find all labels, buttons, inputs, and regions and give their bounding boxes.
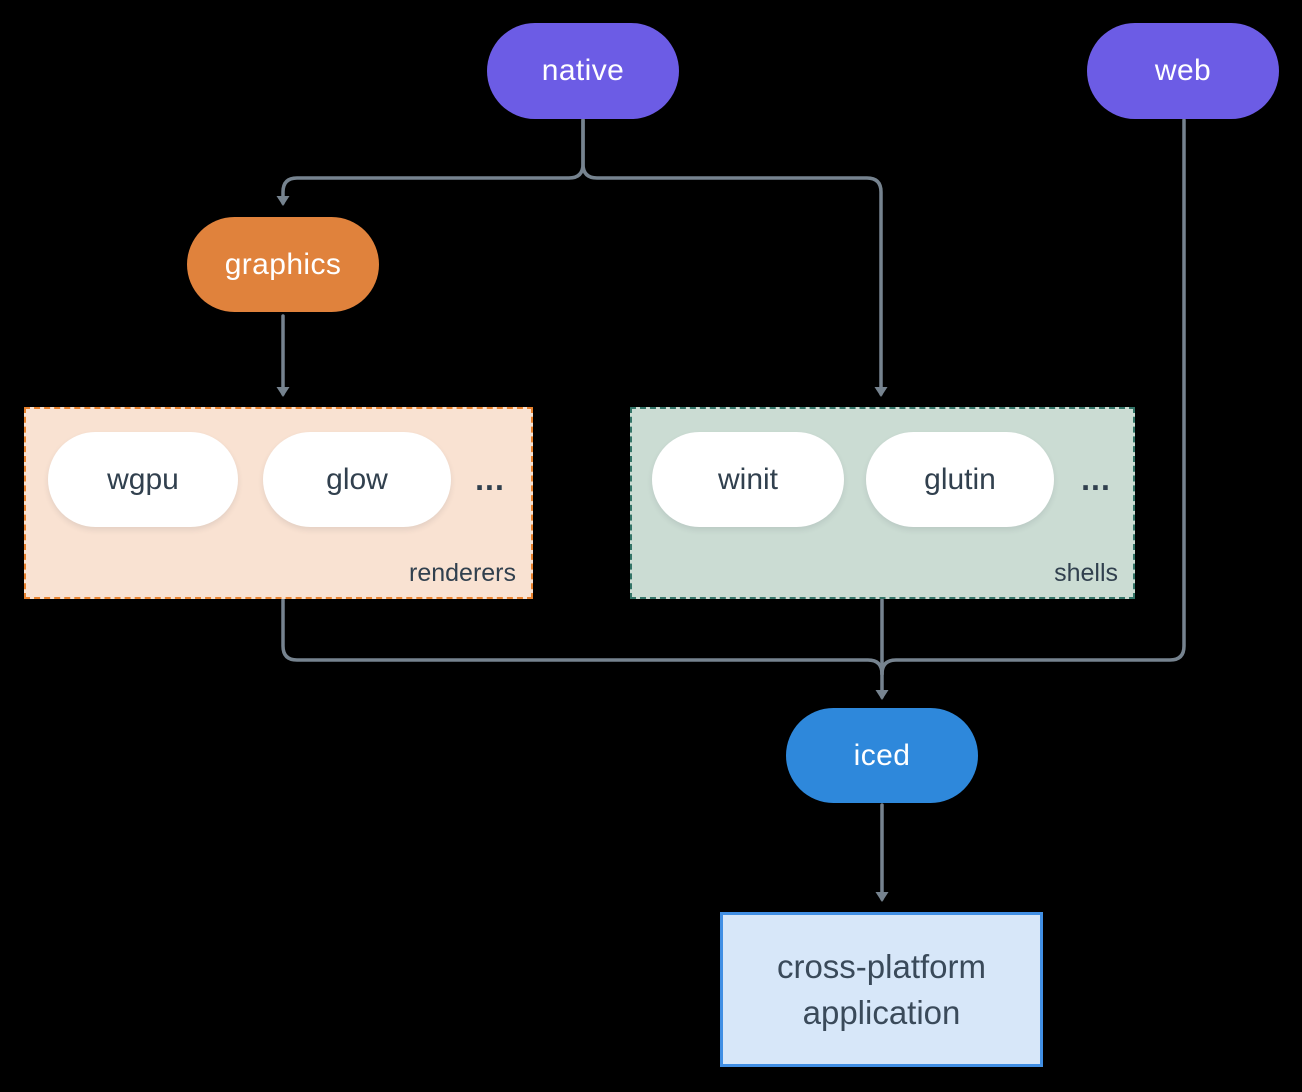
- renderers-group-label: renderers: [409, 559, 516, 587]
- node-web: web: [1087, 23, 1279, 119]
- group-renderers: wgpu glow ... renderers: [24, 407, 533, 599]
- app-label-line1: cross-platform: [776, 947, 987, 985]
- node-cross-platform-application: cross-platform application: [720, 912, 1043, 1067]
- node-wgpu-label: wgpu: [107, 462, 179, 496]
- node-graphics: graphics: [187, 217, 379, 312]
- node-glutin: glutin: [866, 432, 1054, 527]
- group-shells: winit glutin ... shells: [630, 407, 1135, 599]
- app-label-line2: application: [802, 993, 961, 1031]
- edge-native-to-graphics: [276, 118, 585, 206]
- edge-native-to-shells: [581, 118, 888, 397]
- node-iced: iced: [786, 708, 978, 803]
- node-web-label: web: [1154, 54, 1212, 87]
- node-glutin-label: glutin: [924, 462, 996, 496]
- shells-group-label: shells: [1054, 559, 1118, 587]
- node-native-label: native: [541, 54, 625, 87]
- shells-ellipsis: ...: [1081, 461, 1111, 497]
- node-native: native: [487, 23, 679, 119]
- node-winit: winit: [652, 432, 844, 527]
- node-glow-label: glow: [326, 462, 388, 496]
- node-winit-label: winit: [717, 462, 778, 496]
- node-graphics-label: graphics: [224, 247, 342, 281]
- node-iced-label: iced: [853, 738, 911, 772]
- node-glow: glow: [263, 432, 451, 527]
- edge-renderers-to-merge: [281, 598, 884, 676]
- renderers-ellipsis: ...: [475, 461, 505, 497]
- node-wgpu: wgpu: [48, 432, 238, 527]
